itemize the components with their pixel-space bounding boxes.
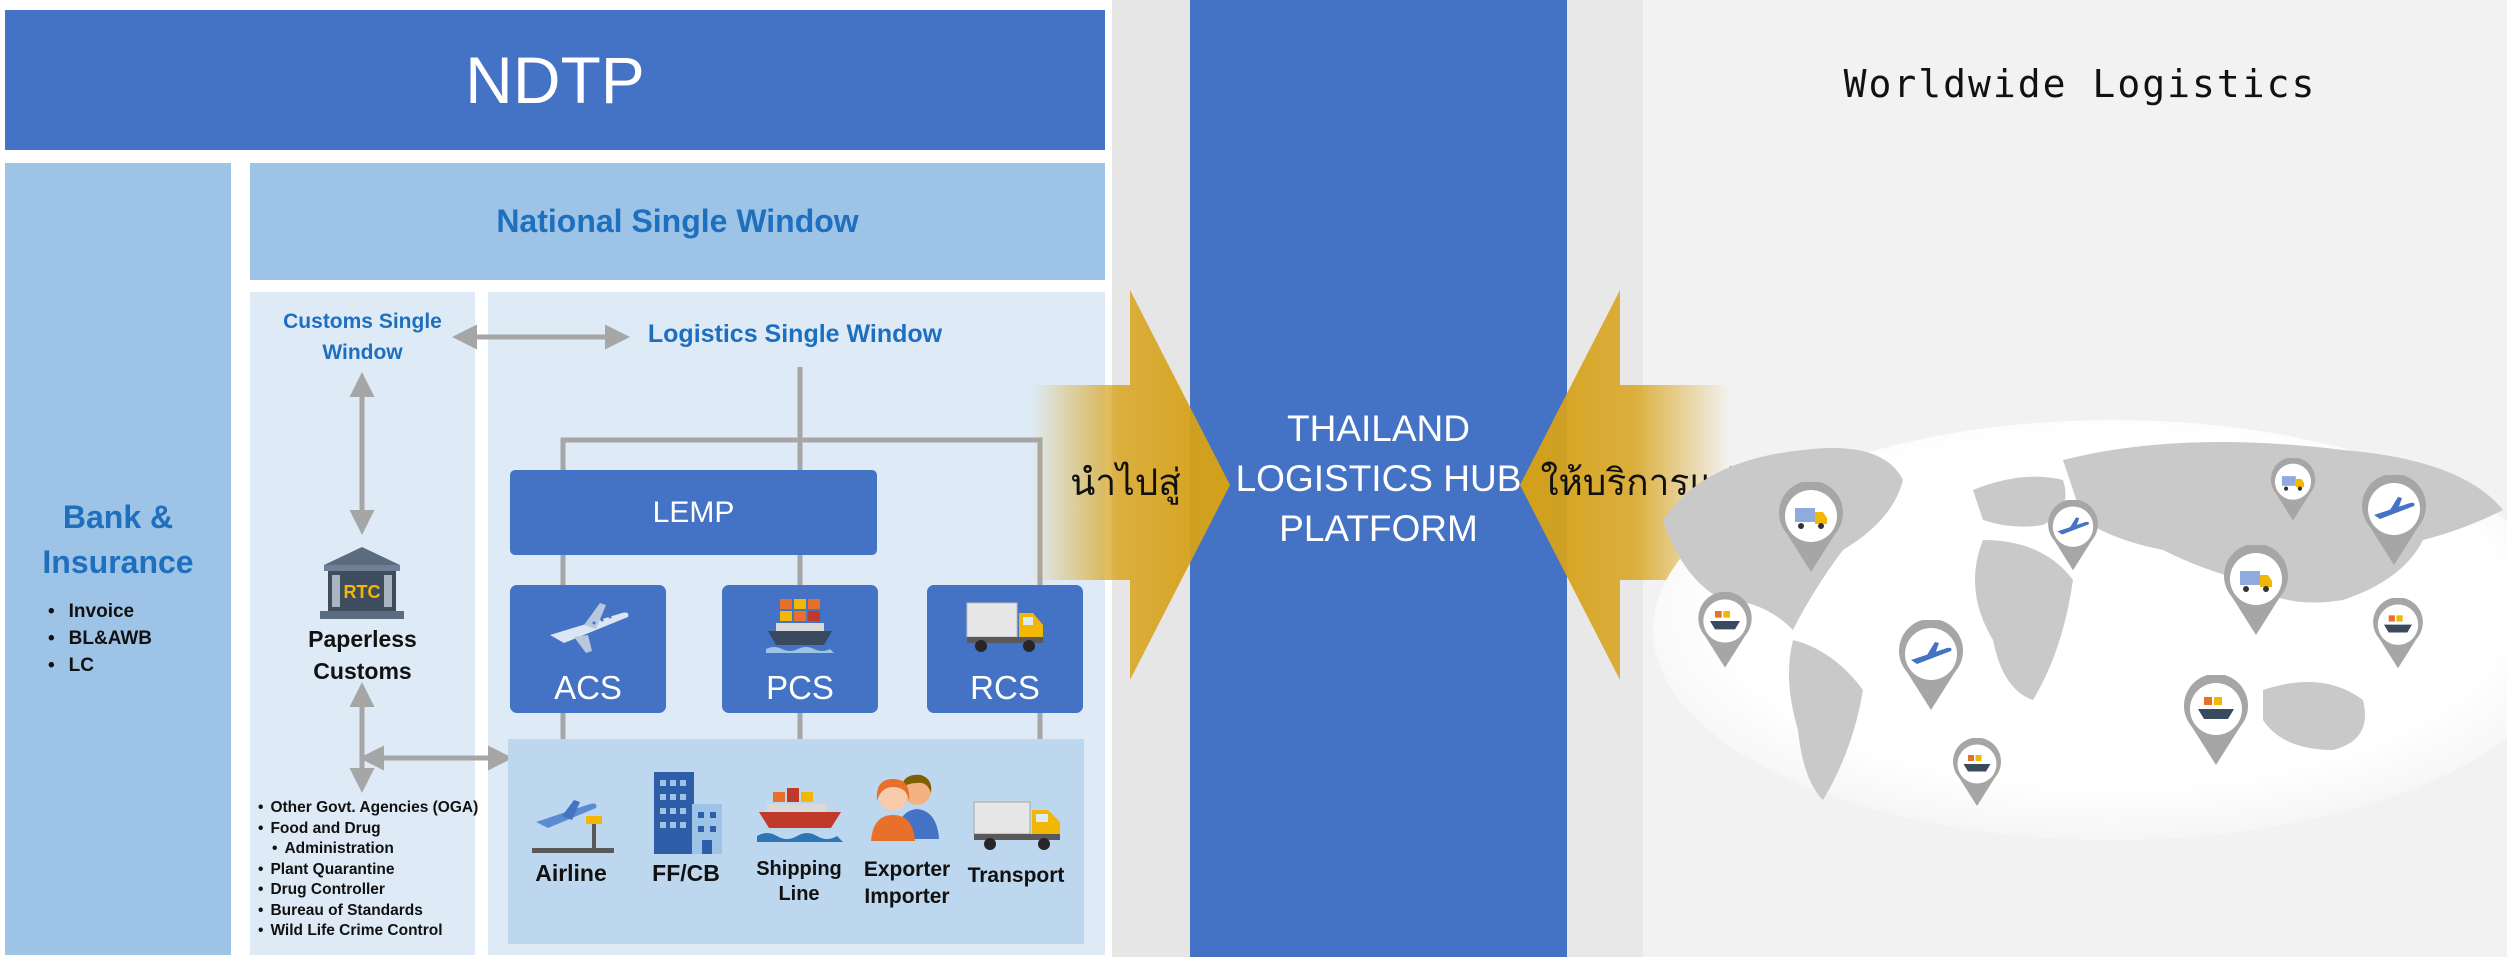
people-icon xyxy=(871,774,939,841)
airplane-icon xyxy=(550,603,629,653)
list-item-continuation: Administration xyxy=(258,839,478,860)
stakeholder-exporter-importer-label: Exporter Importer xyxy=(851,856,963,910)
lsw-lemp-connector xyxy=(560,437,800,470)
lead-to-arrow-text: นำไปสู่ xyxy=(1070,461,1181,504)
hub-line1: THAILAND xyxy=(1287,407,1470,449)
list-item: Wild Life Crime Control xyxy=(258,921,478,942)
list-item: LC xyxy=(48,652,152,679)
ndtp-banner: NDTP xyxy=(5,10,1105,150)
bank-insurance-title: Bank & Insurance xyxy=(5,495,231,585)
list-item: Food and Drug xyxy=(258,819,478,840)
national-single-window-title: National Single Window xyxy=(496,203,859,239)
left-pointing-arrow-icon xyxy=(1520,290,1730,680)
pcs-box: PCS xyxy=(722,585,878,713)
bank-insurance-column xyxy=(5,163,231,955)
ndtp-title: NDTP xyxy=(465,43,645,117)
stakeholder-line1: FF/CB xyxy=(652,860,720,886)
customs-single-window-title: Customs Single Window xyxy=(260,306,465,368)
logistics-single-window-title: Logistics Single Window xyxy=(647,320,943,348)
hub-line3: PLATFORM xyxy=(1279,507,1478,549)
acs-box: ACS xyxy=(510,585,666,713)
stakeholder-ffcb-label: FF/CB xyxy=(630,861,742,886)
bank-document-list: Invoice BL&AWB LC xyxy=(48,598,152,679)
airplane-pin-icon xyxy=(2048,500,2098,571)
cargo-ship-icon xyxy=(766,599,834,653)
ship-pin-icon xyxy=(2184,675,2248,765)
list-item: Invoice xyxy=(48,598,152,625)
stakeholder-transport-label: Transport xyxy=(960,863,1072,888)
government-agency-list: Other Govt. Agencies (OGA) Food and Drug… xyxy=(258,798,478,942)
list-item: Other Govt. Agencies (OGA) xyxy=(258,798,478,819)
stakeholder-line2: Importer xyxy=(864,885,950,908)
truck-icon xyxy=(973,801,1060,850)
customs-building-icon: RTC xyxy=(320,547,404,619)
stakeholder-line2: Line xyxy=(778,883,820,905)
rcs-box: RCS xyxy=(927,585,1083,713)
list-item-text: Administration xyxy=(284,840,394,857)
right-pointing-arrow-icon xyxy=(1030,290,1230,680)
customs-title-line2: Window xyxy=(322,341,403,364)
ship-pin-icon xyxy=(2373,598,2423,669)
national-single-window-band: National Single Window xyxy=(250,163,1105,280)
airplane-pin-icon xyxy=(1899,620,1963,710)
list-item: Bureau of Standards xyxy=(258,901,478,922)
lemp-box: LEMP xyxy=(510,470,877,555)
lemp-label: LEMP xyxy=(652,495,735,529)
pcs-label: PCS xyxy=(766,669,834,706)
stakeholder-airline-label: Airline xyxy=(515,861,627,886)
ship-pin-icon xyxy=(1698,592,1752,668)
hub-line2: LOGISTICS HUB xyxy=(1235,457,1522,499)
customs-title-line1: Customs Single xyxy=(283,310,442,333)
thailand-logistics-hub-platform: THAILAND LOGISTICS HUB PLATFORM xyxy=(1190,0,1567,957)
paperless-customs-label: Paperless Customs xyxy=(280,623,445,687)
list-item: Drug Controller xyxy=(258,880,478,901)
airplane-pin-icon xyxy=(2362,475,2426,565)
truck-pin-icon xyxy=(2224,545,2288,635)
airport-icon xyxy=(532,800,614,853)
list-item: BL&AWB xyxy=(48,625,152,652)
bank-title-line1: Bank & xyxy=(62,499,174,535)
stakeholder-shipping-line-label: Shipping Line xyxy=(743,857,855,907)
paperless-line1: Paperless xyxy=(308,626,417,652)
truck-pin-icon xyxy=(1779,482,1843,572)
stakeholder-line1: Transport xyxy=(967,864,1065,887)
cargo-ship-icon xyxy=(757,788,843,842)
acs-label: ACS xyxy=(554,669,622,706)
office-building-icon xyxy=(654,772,722,854)
rcs-label: RCS xyxy=(970,669,1040,706)
stakeholder-line1: Airline xyxy=(535,860,607,886)
stakeholder-line1: Shipping xyxy=(756,858,842,880)
list-item: Plant Quarantine xyxy=(258,860,478,881)
paperless-line2: Customs xyxy=(313,658,412,684)
truck-icon xyxy=(966,602,1043,652)
worldwide-logistics-title: Worldwide Logistics xyxy=(1843,62,2317,106)
truck-pin-icon xyxy=(2270,458,2316,521)
rtc-label: RTC xyxy=(344,582,381,602)
stakeholder-line1: Exporter xyxy=(863,858,951,881)
bank-title-line2: Insurance xyxy=(42,544,194,580)
ship-pin-icon xyxy=(1953,738,2001,806)
